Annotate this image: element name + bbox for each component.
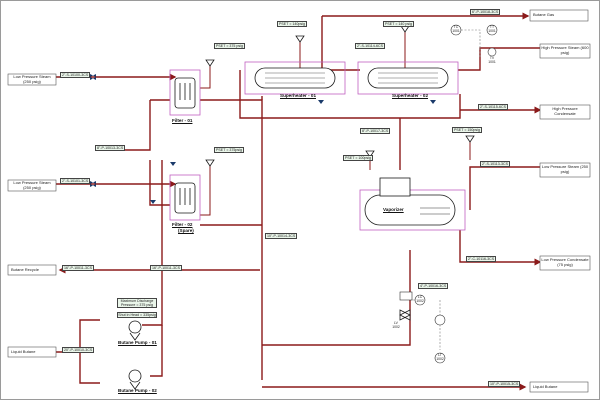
line-lps-r: 2"-S-10113-3CS <box>480 161 510 168</box>
filter-02[interactable] <box>169 174 201 221</box>
line-recycle: 16"-P-10011-3CS <box>62 265 94 272</box>
line-lpc: 2"-C-10116-3CS <box>466 256 497 263</box>
stream-liquid-butane-in: Liquid Butane <box>11 349 36 354</box>
line-10p: 10"-P-10014-3CS <box>265 233 298 240</box>
line-mid: 8"-P-10017-3CS <box>360 128 391 135</box>
vaporizer-label: Vaporizer <box>383 207 404 212</box>
stream-hp-condensate: High Pressure Condensate <box>552 106 578 116</box>
psv-vap2-set: PSET = 100psig <box>343 155 374 162</box>
stream-butane-gas: Butane Gas <box>533 12 555 17</box>
line-liq-in: 20"-P-10010-3CS <box>62 347 95 354</box>
line-vap-in: 4"-P-10016-3CS <box>418 283 449 290</box>
stream-hp-steam: High Pressure Steam (600 psig) <box>541 45 589 55</box>
line-liq-out: 10"-P-10015-3CS <box>488 381 521 388</box>
control-instruments <box>399 24 498 364</box>
filter-01-label: Filter - 01 <box>172 118 193 123</box>
butane-pump-01[interactable] <box>128 320 142 341</box>
stream-butane-recycle: Butane Recycle <box>11 267 40 272</box>
filter-01[interactable] <box>169 69 201 116</box>
line-8p-header: 8"-P-10013-3CS <box>95 145 126 152</box>
superheater-01[interactable] <box>244 61 346 95</box>
pump-01-label: Butane Pump - 01 <box>118 340 157 345</box>
note-shut-in-head: Shut in Head = 335psig <box>117 312 157 319</box>
superheater-02-label: Superheater - 02 <box>392 93 428 98</box>
psv-filter2-set: PSET = 375psig <box>214 147 245 154</box>
note-max-discharge: Maximum Discharge Pressure = 375 psig <box>117 298 157 309</box>
psv-vap-set: PSET = 150psig <box>452 127 483 134</box>
butane-pump-02[interactable] <box>128 369 142 390</box>
stream-lp-steam-vap: Low Pressure Steam (250 psig) <box>541 164 589 174</box>
psv-sh2-set: PSET = 140 psig <box>383 21 415 28</box>
filter-02-label: Filter - 02 <box>172 222 193 227</box>
inline-valves <box>90 74 436 204</box>
superheater-01-label: Superheater - 01 <box>280 93 316 98</box>
line-hps: 2"-S-10114-6CS <box>355 43 385 50</box>
stream-connectors <box>7 9 591 393</box>
line-lps-1: 2"-S-10100-3CS <box>60 72 91 79</box>
vaporizer[interactable] <box>359 177 466 231</box>
line-lps-2: 2"-S-10101-3CS <box>60 178 91 185</box>
line-recycle-2: 16"-P-10011-3CS <box>150 265 182 272</box>
stream-lp-steam-1: Low Pressure Steam (250 psig) <box>13 74 51 84</box>
filter-02-spare: (Spare) <box>178 228 194 233</box>
stream-lp-steam-2: Low Pressure Steam (250 psig) <box>13 180 51 190</box>
stream-lp-condensate: Low Pressure Condensate (75 psig) <box>541 257 589 267</box>
psv-filter1-set: PSET = 375 psig <box>214 43 246 50</box>
line-gas-top: 6"-P-10018-3CS <box>470 9 501 16</box>
stream-liquid-butane-out: Liquid Butane <box>533 384 558 389</box>
pressure-safety-valves <box>205 25 475 167</box>
line-hpc: 2"-S-10115-6CS <box>478 104 508 111</box>
psv-sh1-set: PSET = 140psig <box>277 21 308 28</box>
superheater-02[interactable] <box>357 61 459 95</box>
pump-02-label: Butane Pump - 02 <box>118 388 157 393</box>
